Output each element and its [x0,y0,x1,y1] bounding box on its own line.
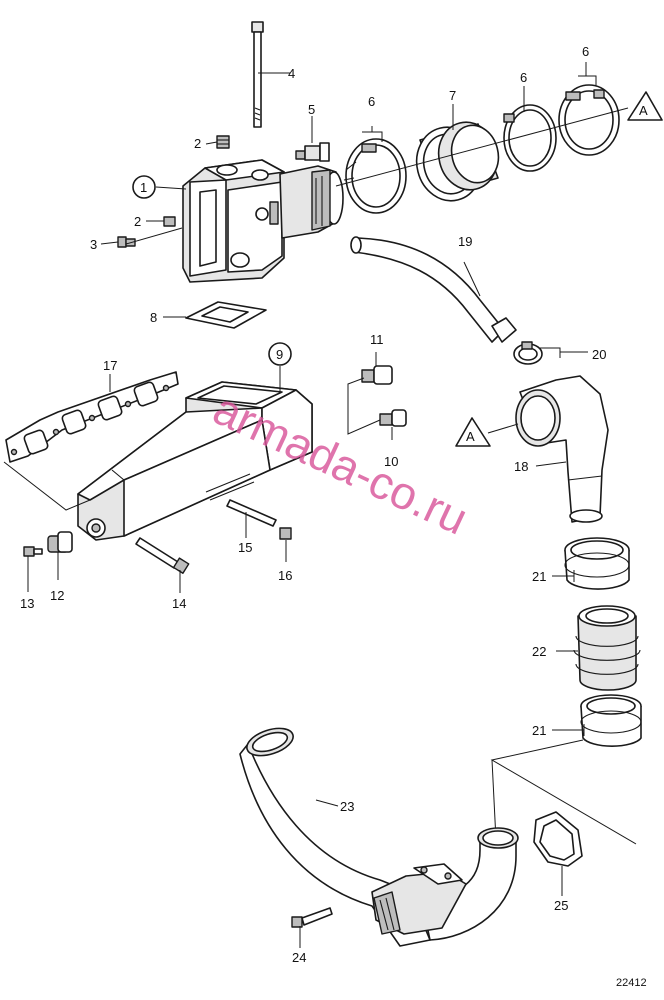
part-4-long-bolt[interactable] [251,21,264,128]
part-8-gasket[interactable] [185,301,267,329]
callout-19: 19 [458,234,472,249]
callout-7: 7 [449,88,456,103]
reference-marker-label: A [466,429,475,444]
callout-21-upper: 21 [532,569,546,584]
part-10-fitting[interactable] [379,409,407,427]
part-11-fitting[interactable] [361,365,393,385]
part-23-outlet-pipe[interactable] [239,723,519,947]
callout-2-side: 2 [134,214,141,229]
callout-16: 16 [278,568,292,583]
callout-8: 8 [150,310,157,325]
assembly-axis-line [335,107,629,187]
callout-25: 25 [554,898,568,913]
part-24-screw[interactable] [291,907,333,928]
callout-6-second: 6 [520,70,527,85]
part-22-bellows[interactable] [573,605,641,691]
callout-labels: 4 2 2 3 5 6 7 6 6 8 11 10 17 13 12 14 15… [20,44,606,965]
part-7-sleeve[interactable] [409,116,504,208]
callout-24: 24 [292,950,306,965]
part-6-clamp-3[interactable] [558,84,620,156]
callout-3: 3 [90,237,97,252]
assembly-line-vertical [491,759,497,841]
callout-22: 22 [532,644,546,659]
part-6-clamp-1[interactable] [343,138,407,214]
callout-13: 13 [20,596,34,611]
part-20-hose-clamp[interactable] [513,341,543,365]
part-25-gasket[interactable] [533,811,583,867]
callout-23: 23 [340,799,354,814]
callout-18: 18 [514,459,528,474]
callout-1: 1 [140,180,147,195]
callout-9: 9 [276,347,283,362]
part-16-nut[interactable] [279,527,292,540]
part-21-clamp-upper[interactable] [564,537,630,590]
callout-1-circle: 1 [132,175,156,199]
callout-5: 5 [308,102,315,117]
part-2-plug-top[interactable] [216,135,230,149]
callout-21-lower: 21 [532,723,546,738]
reference-marker-a-upper: A [627,91,663,121]
callout-6-third: 6 [582,44,589,59]
part-5-sensor[interactable] [295,142,330,162]
callout-14: 14 [172,596,186,611]
callout-15: 15 [238,540,252,555]
part-13-bolt[interactable] [23,546,43,557]
callout-2-top: 2 [194,136,201,151]
drawing-number: 22412 [616,977,647,989]
reference-marker-a-lower: A [455,417,491,447]
callout-17: 17 [103,358,117,373]
part-2-plug-side[interactable] [163,216,176,227]
callout-12: 12 [50,588,64,603]
part-9-exhaust-manifold[interactable] [77,381,313,541]
callout-4: 4 [288,66,295,81]
part-18-elbow[interactable] [515,375,609,523]
callout-20: 20 [592,347,606,362]
part-14-bolt[interactable] [135,537,190,574]
part-1-exhaust-elbow[interactable] [182,159,344,283]
part-17-manifold-gasket[interactable] [5,371,179,463]
callout-9-circle: 9 [268,342,292,366]
leader-lines [3,62,597,948]
callout-6-first: 6 [368,94,375,109]
part-19-hose[interactable] [350,236,517,343]
part-15-stud[interactable] [226,499,277,527]
callout-11: 11 [370,332,384,347]
callout-10: 10 [384,454,398,469]
part-21-clamp-lower[interactable] [580,694,642,747]
part-6-clamp-2[interactable] [503,104,557,172]
part-12-plug[interactable] [47,531,73,553]
reference-marker-label: A [639,103,648,118]
